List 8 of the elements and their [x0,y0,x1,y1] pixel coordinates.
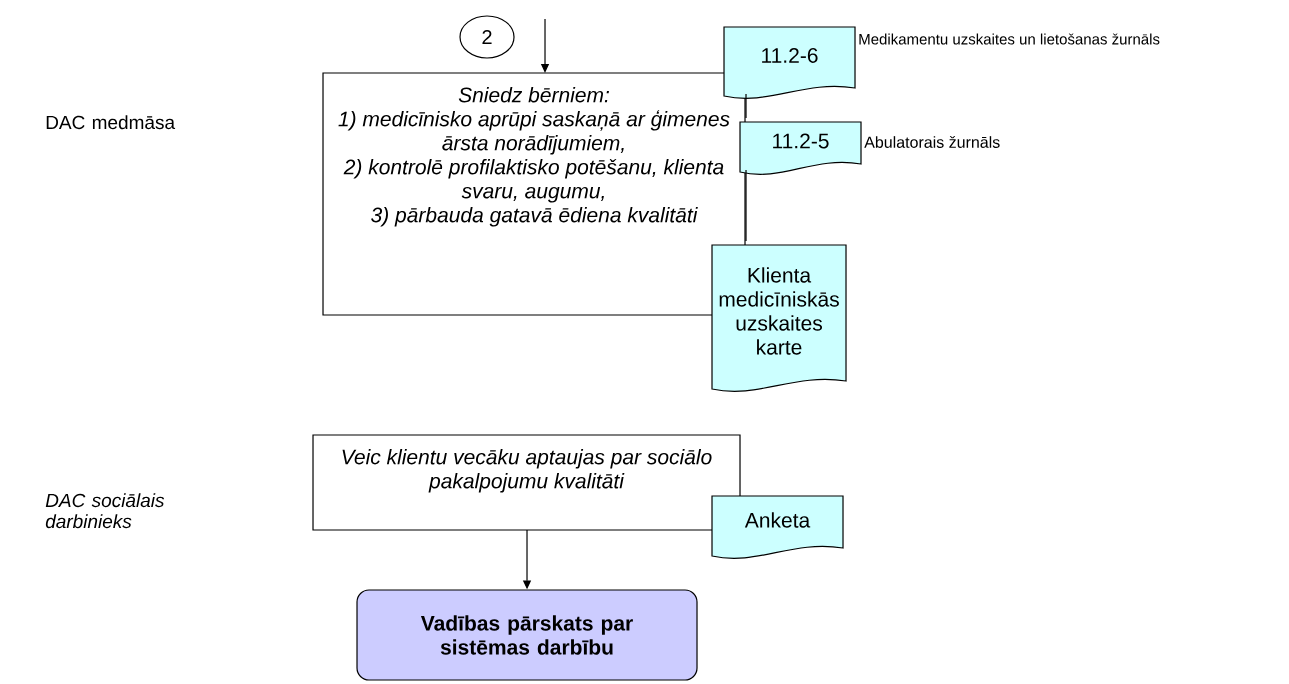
role-label: DAC medmāsa [46,115,176,130]
role-label: DAC sociālais darbinieks [45,493,165,529]
document-label: Medikamentu uzskaites un lietošanas žurnāls [859,33,1160,45]
process-box: Veic klientu vecāku aptaujas par sociālo pakalpojumu kvalitāti [312,434,741,531]
terminal-box: Vadības pārskats par sistēmas darbību [356,589,698,681]
connector-line [745,169,747,242]
document-label: Abulatorais žurnāls [864,136,1000,148]
connector-line [745,93,747,119]
